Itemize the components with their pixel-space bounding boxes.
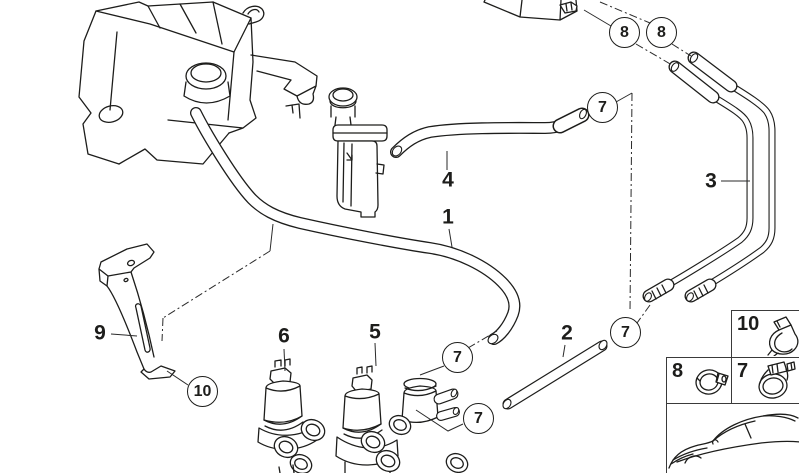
part-label-4[interactable]: 4 — [442, 168, 454, 192]
leader-lines — [110, 1, 750, 432]
callout-7-bottom[interactable]: 7 — [463, 403, 494, 434]
callout-8-left[interactable]: 8 — [609, 17, 640, 48]
hose-4-drawing — [390, 107, 590, 158]
part-label-9[interactable]: 9 — [94, 321, 106, 345]
part-label-6[interactable]: 6 — [278, 324, 290, 348]
valve-6-drawing — [257, 358, 326, 473]
part-label-1[interactable]: 1 — [442, 205, 454, 229]
bracket-9-drawing — [98, 243, 176, 380]
legend-box-worm-clamp[interactable]: 7 — [731, 357, 799, 404]
worm-drive-clamp-icon — [758, 361, 796, 399]
engine-drawing — [78, 1, 318, 165]
car-silhouette-icon — [668, 413, 799, 469]
valve-5-drawing — [335, 365, 469, 473]
hose-1-drawing — [190, 107, 521, 345]
callout-10[interactable]: 10 — [187, 376, 218, 407]
part-label-5[interactable]: 5 — [369, 320, 381, 344]
spring-clip-icon — [767, 316, 799, 356]
legend-label-10: 10 — [737, 313, 760, 335]
legend-box-ear-clamp[interactable]: 8 — [666, 357, 732, 404]
callout-7-mid[interactable]: 7 — [442, 342, 473, 373]
callout-7-top[interactable]: 7 — [587, 92, 618, 123]
hose-2-drawing — [502, 339, 608, 410]
legend-label-7: 7 — [737, 360, 749, 382]
callout-7-right[interactable]: 7 — [610, 317, 641, 348]
expansion-tank-drawing — [328, 87, 388, 218]
aux-pump-unit-drawing — [483, 0, 578, 21]
part-label-3[interactable]: 3 — [705, 169, 717, 193]
legend-box-spring-clip[interactable]: 10 — [731, 310, 799, 358]
pipe-pair-3-drawing — [642, 51, 776, 303]
legend-box-vehicle — [666, 403, 799, 473]
callout-8-right[interactable]: 8 — [646, 17, 677, 48]
ear-hose-clamp-icon — [695, 369, 729, 395]
legend-label-8: 8 — [672, 360, 684, 382]
part-label-2[interactable]: 2 — [561, 321, 573, 345]
